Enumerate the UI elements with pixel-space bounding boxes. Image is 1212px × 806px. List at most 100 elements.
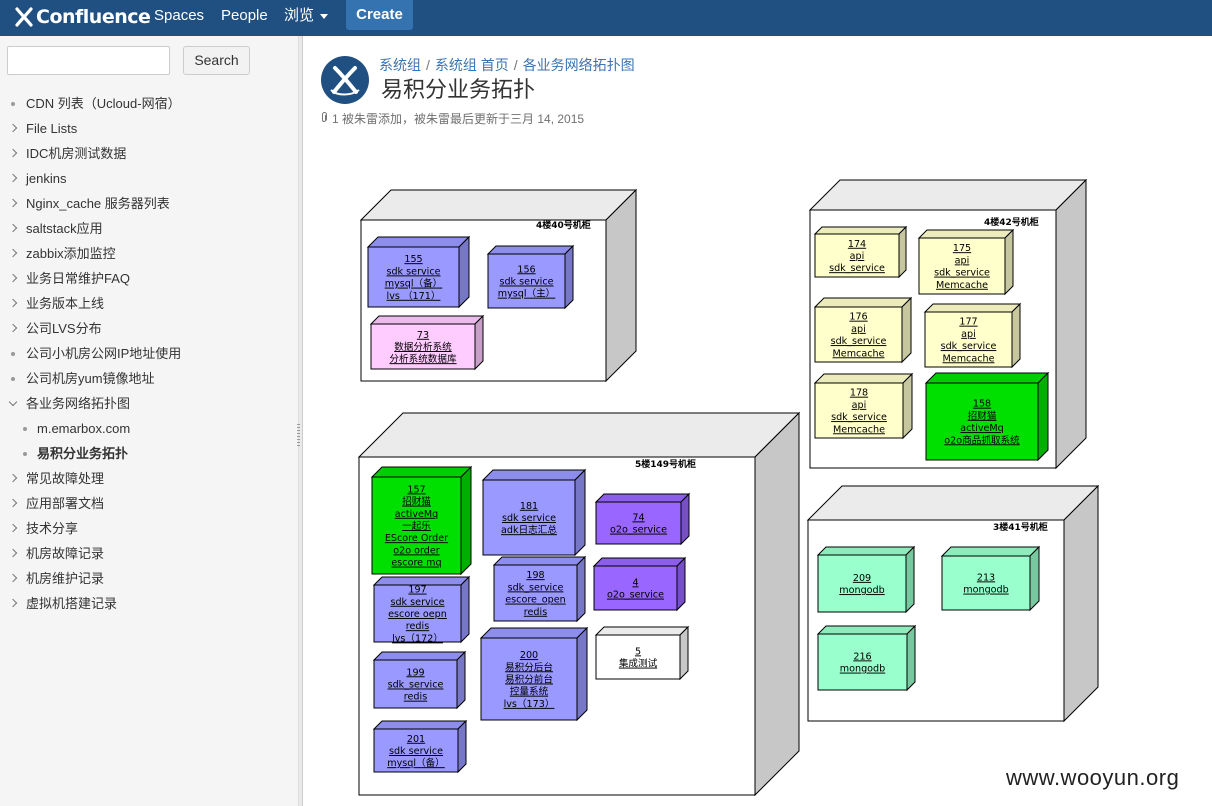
server-label-line: 分析系统数据库 xyxy=(389,353,457,365)
confluence-logo[interactable]: Confluence xyxy=(14,4,151,30)
server-label-line: Memcache xyxy=(833,424,885,435)
rack-label: 5楼149号机柜 xyxy=(635,458,696,470)
server-label-line: o2o商品抓取系统 xyxy=(944,434,1020,446)
top-navigation-bar: Confluence Spaces People 浏览 Create xyxy=(0,0,1212,36)
server-label-line: sdk service xyxy=(499,277,553,288)
server-label-line: 197 xyxy=(408,585,426,596)
sidebar-tree-item-label: 公司机房yum镜像地址 xyxy=(26,371,155,386)
sidebar-tree-item-label: CDN 列表（Ucloud-网宿） xyxy=(26,96,181,111)
space-logo[interactable] xyxy=(321,56,369,104)
server-label-line: lvs（173） xyxy=(504,698,555,710)
server-label-line: sdk service xyxy=(390,597,444,608)
server-label-line: sdk_service xyxy=(941,341,997,352)
server-label-line: 招财猫 xyxy=(402,496,431,508)
splitter-grip-icon[interactable] xyxy=(297,424,300,446)
nav-browse-label: 浏览 xyxy=(284,7,315,24)
server-label-line: 155 xyxy=(404,254,422,265)
logo-text: Confluence xyxy=(36,6,151,28)
breadcrumb-item[interactable]: 系统组 xyxy=(379,57,421,73)
search-button[interactable]: Search xyxy=(183,46,250,75)
nav-browse[interactable]: 浏览 xyxy=(284,7,329,25)
server-label-line: lvs（172） xyxy=(392,632,443,644)
breadcrumb: 系统组/系统组 首页/各业务网络拓扑图 xyxy=(379,55,635,75)
server-label-line: sdk_service xyxy=(508,582,564,593)
server-label-line: 招财猫 xyxy=(968,410,997,422)
server-label-line: activeMq xyxy=(395,509,439,520)
breadcrumb-item[interactable]: 各业务网络拓扑图 xyxy=(522,57,635,73)
attachment-count[interactable]: 1 xyxy=(332,112,339,126)
breadcrumb-item[interactable]: 系统组 首页 xyxy=(434,57,509,73)
server-label-line: redis xyxy=(524,607,547,618)
bullet-icon xyxy=(23,452,27,456)
sidebar-tree-item-label: zabbix添加监控 xyxy=(26,246,116,261)
server-label-line: 177 xyxy=(959,317,977,328)
server-label-line: 158 xyxy=(973,399,991,410)
rack-label: 3楼41号机柜 xyxy=(993,521,1048,533)
server-label-line: o2o order xyxy=(393,545,440,556)
server-label-line: activeMq xyxy=(960,423,1004,434)
sidebar-tree-item-label: 业务日常维护FAQ xyxy=(26,271,131,286)
confluence-x-icon xyxy=(15,7,33,27)
server-label-line: escore_open xyxy=(505,595,565,606)
server-label-line: 集成测试 xyxy=(619,658,658,670)
sidebar xyxy=(0,36,299,806)
sidebar-tree-item-label: 常见故障处理 xyxy=(26,471,105,486)
nav-spaces[interactable]: Spaces xyxy=(154,7,205,24)
server-label-line: mysql（备） xyxy=(387,757,445,769)
rack-label: 4楼40号机柜 xyxy=(536,219,591,231)
server-label-line: 5 xyxy=(635,646,641,657)
nav-people[interactable]: People xyxy=(221,7,268,24)
sidebar-tree-item-label: 公司LVS分布 xyxy=(26,321,102,336)
sidebar-tree-item-label: 机房故障记录 xyxy=(26,546,105,561)
bullet-icon xyxy=(11,102,15,106)
server-label-line: lvs （171） xyxy=(387,290,441,302)
server-label-line: o2o_service xyxy=(610,525,667,536)
page-metadata: 1 被朱雷添加，被朱雷最后更新于三月 14, 2015 xyxy=(320,110,584,127)
server-label-line: sdk_service xyxy=(388,680,444,691)
server-label-line: 200 xyxy=(520,650,538,661)
server-label-line: 174 xyxy=(848,239,866,250)
server-label-line: 控量系统 xyxy=(510,686,549,698)
sidebar-splitter[interactable] xyxy=(299,36,303,806)
server-label-line: 178 xyxy=(850,388,868,399)
breadcrumb-separator: / xyxy=(513,57,518,73)
create-button[interactable]: Create xyxy=(346,0,413,30)
server-label-line: 201 xyxy=(407,734,425,745)
sidebar-tree-item-label: 虚拟机搭建记录 xyxy=(26,596,118,611)
server-label-line: redis xyxy=(404,692,427,703)
server-label-line: 213 xyxy=(977,572,995,583)
sidebar-search-input[interactable] xyxy=(7,46,170,75)
server-label-line: EScore Order xyxy=(385,533,448,544)
server-label-line: sdk service xyxy=(389,746,443,757)
sidebar-tree-item-label: jenkins xyxy=(26,171,67,186)
paperclip-icon[interactable] xyxy=(320,112,328,126)
sidebar-tree-item-label: m.emarbox.com xyxy=(37,421,131,436)
server-label-line: sdk_service xyxy=(831,412,887,423)
rack-label: 4楼42号机柜 xyxy=(984,216,1039,228)
sidebar-tree-item-label: 机房维护记录 xyxy=(26,571,105,586)
